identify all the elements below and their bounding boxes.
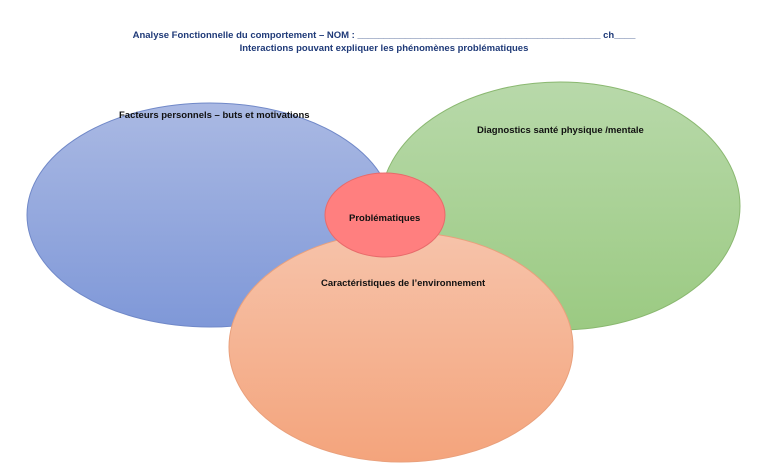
environment-label: Caractéristiques de l’environnement <box>321 278 486 289</box>
personal-factors-label: Facteurs personnels – buts et motivation… <box>119 110 310 121</box>
environment-ellipse <box>228 231 574 463</box>
health-diagnostics-label: Diagnostics santé physique /mentale <box>477 125 644 136</box>
problems-ellipse <box>324 172 446 258</box>
page-title: Analyse Fonctionnelle du comportement – … <box>132 30 636 41</box>
problems-label: Problématiques <box>349 213 421 224</box>
page-subtitle: Interactions pouvant expliquer les phéno… <box>239 43 529 54</box>
